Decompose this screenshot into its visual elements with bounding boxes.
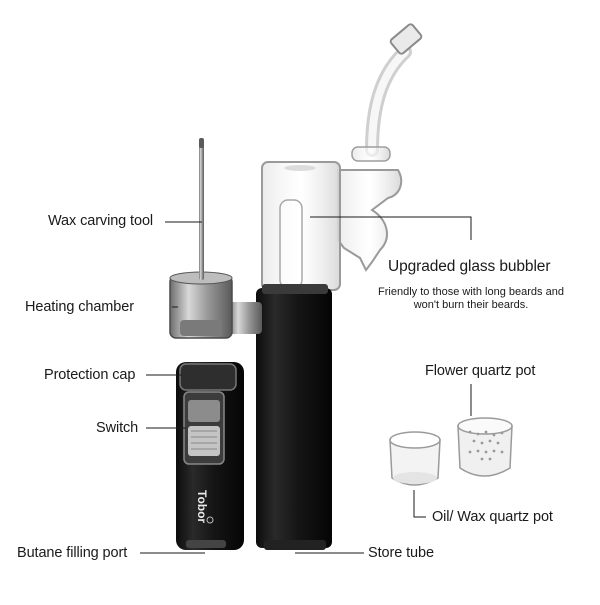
label-switch: Switch [96, 420, 139, 436]
heating-chamber [169, 271, 233, 339]
label-protection-cap: Protection cap [44, 367, 136, 383]
label-wax-carving-tool: Wax carving tool [48, 213, 154, 229]
flower-quartz-pot [457, 417, 513, 477]
brand-logo: Tobor [195, 490, 209, 523]
glass-bubbler [261, 23, 423, 291]
label-heating-chamber: Heating chamber [25, 299, 134, 315]
label-glass-bubbler: Upgraded glass bubbler [388, 258, 551, 275]
oil-wax-quartz-pot [389, 431, 441, 486]
label-store-tube: Store tube [368, 545, 434, 561]
bubbler-note-line-1: Friendly to those with long beards and [378, 286, 564, 298]
wax-carving-tool [199, 138, 204, 280]
butane-port [186, 540, 226, 548]
connector [228, 302, 262, 334]
protection-cap [179, 363, 237, 391]
torch-lighter [176, 362, 244, 550]
store-tube [256, 284, 332, 550]
label-oil-wax-quartz-pot: Oil/ Wax quartz pot [432, 509, 553, 525]
bubbler-note: Friendly to those with long beards and w… [370, 286, 572, 312]
label-butane-filling-port: Butane filling port [17, 545, 128, 561]
bubbler-note-line-2: won't burn their beards. [413, 299, 529, 311]
label-flower-quartz-pot: Flower quartz pot [425, 363, 536, 379]
leader-lines [140, 216, 472, 554]
